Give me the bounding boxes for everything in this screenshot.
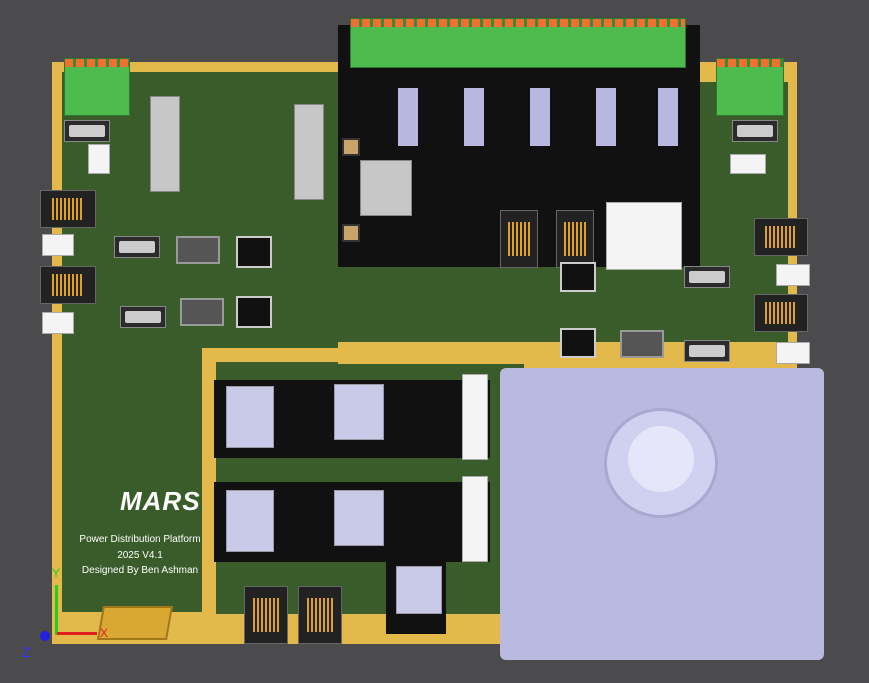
y-axis (55, 585, 58, 635)
logo-text: MARS (120, 486, 201, 516)
y-axis-label: Y (52, 566, 61, 580)
board-designer: Designed By Ben Ashman (81, 565, 199, 576)
header-connector (150, 96, 180, 192)
module-shield (226, 386, 274, 448)
rj-connector (40, 190, 96, 228)
component (88, 144, 110, 174)
fuse-holder (658, 88, 678, 146)
fuse (684, 266, 730, 288)
rj-connector (556, 210, 594, 268)
regulator (560, 262, 596, 292)
rj-connector (244, 586, 288, 644)
board-version: 2025 V4.1 (117, 550, 163, 561)
rj-connector (754, 218, 808, 256)
screw-terminal-left (64, 58, 130, 116)
fuse (64, 120, 110, 142)
regulator (236, 296, 272, 328)
push-button (342, 224, 360, 242)
regulator (560, 328, 596, 358)
fuse-holder (464, 88, 484, 146)
copper-trace (202, 348, 216, 638)
push-button (342, 138, 360, 156)
esp-module (360, 160, 412, 216)
fuse (684, 340, 730, 362)
header-connector (294, 104, 324, 200)
connector (462, 476, 488, 562)
screw-terminal-block (350, 18, 686, 68)
rj-connector (754, 294, 808, 332)
module-shield (396, 566, 442, 614)
jst-connector (776, 342, 810, 364)
z-axis-label: Z (22, 644, 31, 660)
inductor (620, 330, 664, 358)
regulator (236, 236, 272, 268)
pcb-area-bottom-left (62, 340, 202, 612)
fuse-holder (530, 88, 550, 146)
rj-connector (500, 210, 538, 268)
component (730, 154, 766, 174)
board-title: Power Distribution Platform (79, 534, 201, 545)
mars-logo: MARS (90, 486, 200, 522)
inductor (180, 298, 224, 326)
power-connector (606, 202, 682, 270)
rj-connector (298, 586, 342, 644)
fuse (114, 236, 160, 258)
module-shield (334, 384, 384, 440)
fan-hub (628, 426, 694, 492)
screw-terminal-right (716, 58, 784, 116)
jst-connector (42, 312, 74, 334)
jst-connector (42, 234, 74, 256)
connector (462, 374, 488, 460)
copper-trace (700, 62, 720, 76)
module-shield (334, 490, 384, 546)
rj-connector (40, 266, 96, 304)
fuse (120, 306, 166, 328)
module-shield (226, 490, 274, 552)
x-axis (57, 632, 97, 635)
fuse (732, 120, 778, 142)
inductor (176, 236, 220, 264)
copper-trace (202, 348, 524, 362)
fuse-holder (398, 88, 418, 146)
xt60-connector (97, 606, 173, 640)
fuse-holder (596, 88, 616, 146)
z-axis (40, 631, 50, 641)
jst-connector (776, 264, 810, 286)
x-axis-label: X (100, 626, 109, 640)
